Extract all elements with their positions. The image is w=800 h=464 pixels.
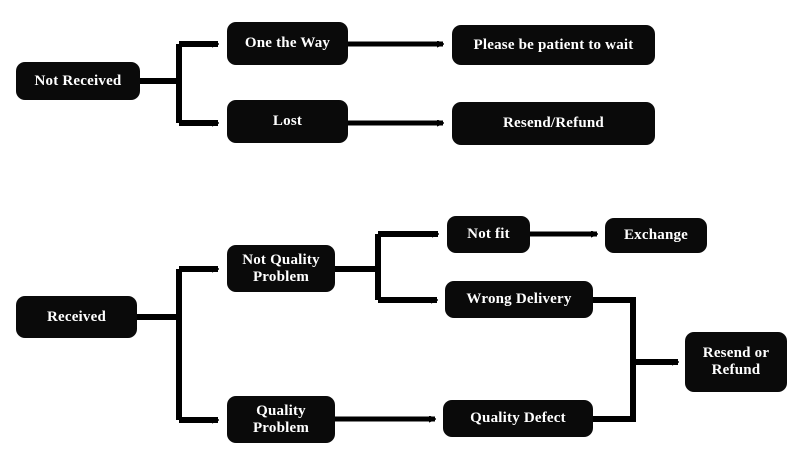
node-label: Received: [46, 308, 107, 325]
connector-not-received-split: [140, 44, 218, 123]
node-wrong-delivery[interactable]: Wrong Delivery: [445, 281, 593, 318]
node-exchange[interactable]: Exchange: [605, 218, 707, 253]
node-label: Please be patient to wait: [473, 36, 634, 53]
node-label: Not fit: [467, 226, 510, 243]
node-not-fit[interactable]: Not fit: [447, 216, 530, 253]
connector-received-split: [137, 269, 218, 420]
node-label: Lost: [272, 113, 303, 130]
node-quality-defect[interactable]: Quality Defect: [443, 400, 593, 437]
node-label: Not Received: [34, 72, 122, 89]
node-label-line-2: Problem: [252, 268, 310, 285]
node-not-received[interactable]: Not Received: [16, 62, 140, 100]
node-resend-or-refund[interactable]: Resend or Refund: [685, 332, 787, 392]
node-label: Resend/Refund: [503, 115, 604, 132]
node-not-quality-problem[interactable]: Not Quality Problem: [227, 245, 335, 292]
node-label: Exchange: [623, 227, 689, 244]
node-please-be-patient-to-wait[interactable]: Please be patient to wait: [452, 25, 655, 65]
node-label: One the Way: [244, 35, 331, 52]
node-label: Quality Defect: [470, 410, 566, 427]
node-label-line-1: Quality: [256, 402, 306, 419]
node-lost[interactable]: Lost: [227, 100, 348, 143]
node-resend-refund[interactable]: Resend/Refund: [452, 102, 655, 145]
node-quality-problem[interactable]: Quality Problem: [227, 396, 335, 443]
connector-not-quality-problem-split: [335, 234, 438, 300]
connector-merge-to-resend-or-refund: [593, 297, 678, 422]
node-one-the-way[interactable]: One the Way: [227, 22, 348, 65]
node-received[interactable]: Received: [16, 296, 137, 338]
node-label: Wrong Delivery: [466, 291, 572, 308]
node-label-line-2: Problem: [252, 419, 310, 436]
node-label-line-2: Refund: [711, 362, 761, 378]
node-label-line-1: Not Quality: [242, 251, 320, 268]
node-label-line-1: Resend or: [702, 345, 770, 362]
